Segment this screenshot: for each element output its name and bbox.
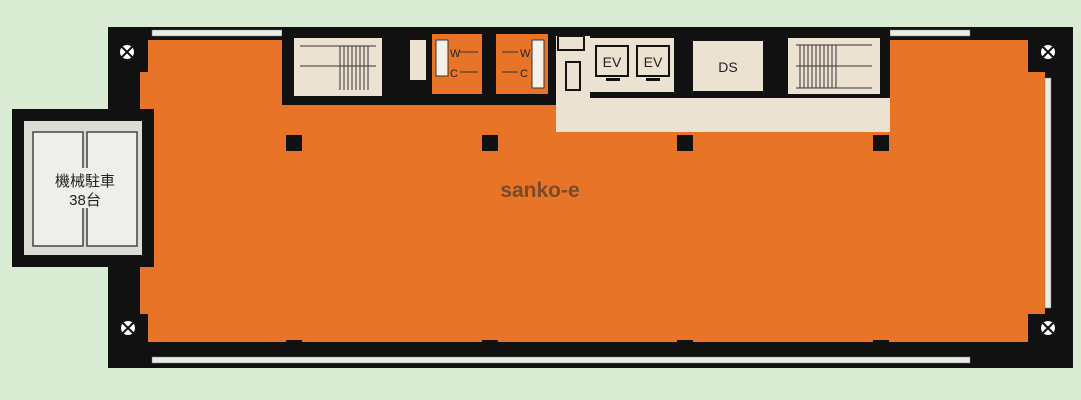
elevator-2 xyxy=(636,45,670,77)
column xyxy=(677,340,693,356)
column xyxy=(873,340,889,356)
column xyxy=(873,135,889,151)
core-pipe xyxy=(565,61,581,91)
window-bottom xyxy=(151,356,971,364)
corner-column-bottom-left xyxy=(108,314,148,368)
column xyxy=(482,135,498,151)
wc-right-cubicle xyxy=(531,39,545,89)
corner-column-top-left xyxy=(108,27,148,72)
column xyxy=(384,344,404,354)
wc-right-c: C xyxy=(520,68,528,80)
duct-space-label: DS xyxy=(718,59,737,75)
window-top-right xyxy=(889,29,971,37)
core-corridor xyxy=(556,98,890,132)
wc-left-cubicle xyxy=(435,39,449,77)
wc-right-w: W xyxy=(520,48,531,60)
parking-label-bg xyxy=(40,168,130,208)
elevator-1 xyxy=(595,45,629,77)
wc-left-w: W xyxy=(450,48,461,60)
elevator-1-label: EV xyxy=(603,54,622,70)
window-top-left xyxy=(151,29,283,37)
column xyxy=(677,135,693,151)
watermark: sanko-e xyxy=(500,179,579,202)
stair-left xyxy=(294,38,382,96)
duct-space xyxy=(691,39,765,93)
column xyxy=(286,340,302,356)
stair-right-treads xyxy=(796,44,872,89)
corner-column-top-right xyxy=(1028,27,1073,72)
window-right xyxy=(1044,77,1052,309)
parking-label-line2: 38台 xyxy=(69,192,101,209)
parking-label-line1: 機械駐車 xyxy=(55,173,115,190)
elevator-2-label: EV xyxy=(644,54,663,70)
column xyxy=(286,135,302,151)
column xyxy=(482,340,498,356)
column xyxy=(580,344,600,354)
stair-left-treads xyxy=(300,45,376,90)
wc-left-c: C xyxy=(450,68,458,80)
shaft-small xyxy=(410,40,426,80)
column xyxy=(775,344,795,354)
corner-column-bottom-right xyxy=(1028,314,1073,368)
core-shaft xyxy=(557,35,585,51)
